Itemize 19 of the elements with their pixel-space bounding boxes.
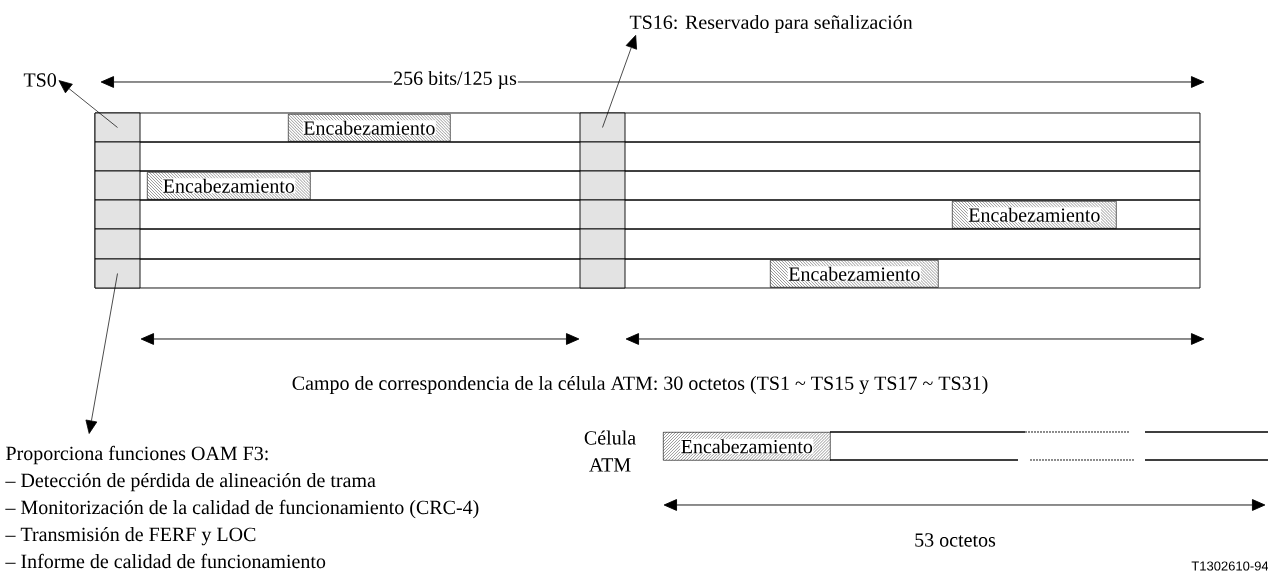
- leader-arrow: [602, 35, 637, 128]
- figure-number: T1302610-94: [1191, 561, 1268, 571]
- dimension-label: 256 bits/125 µs: [392, 69, 518, 91]
- header-box: Encabezamiento: [288, 114, 451, 142]
- header-box: Encabezamiento: [952, 201, 1117, 229]
- header-box: Encabezamiento: [147, 172, 311, 200]
- dimension-label: 53 octetos: [915, 533, 996, 547]
- header-box: Encabezamiento: [663, 432, 831, 461]
- function-list: Proporciona funciones OAM F3: – Detección de pérdida de alineación de trama – Monitorización de la calidad de funcionamiento (CRC-4) – Transmisión de FERF y LOC – Informe de calidad de funcionamiento: [5, 445, 479, 569]
- annotation-text: TS16: Reservado para señalización: [629, 14, 913, 34]
- leader-arrow: [85, 273, 118, 434]
- leader-arrow: [58, 80, 118, 128]
- time-slot-cell: [579, 112, 626, 143]
- field-caption: Campo de correspondencia de la célula ATM: 30 octetos (TS1 ~ TS15 y TS17 ~ TS31): [292, 375, 988, 395]
- cell-label: Célula ATM: [584, 430, 636, 472]
- time-slot-cell: [94, 112, 141, 143]
- annotation-text: TS0: [23, 73, 57, 87]
- header-box: Encabezamiento: [770, 260, 939, 288]
- time-slot-cell: [94, 258, 141, 289]
